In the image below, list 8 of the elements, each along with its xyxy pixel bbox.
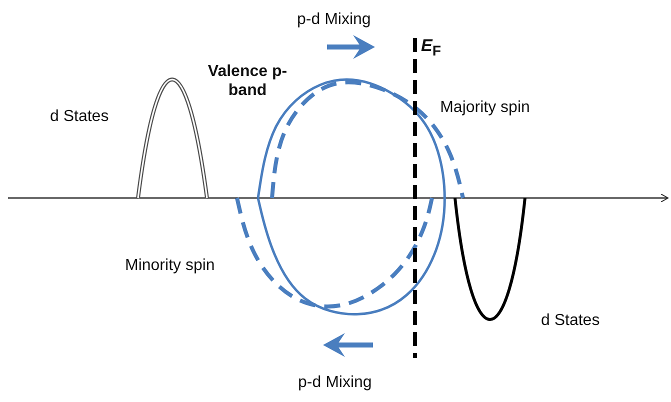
text-label: d States: [50, 107, 110, 126]
text-label: p-d Mixing: [297, 10, 372, 30]
text-label: Minority spin: [125, 256, 216, 276]
fermi-energy-label: E$_{F}$: [421, 36, 442, 60]
text-label: p-d Mixing: [298, 373, 373, 392]
text-label: d States: [541, 311, 601, 330]
band-label: Valence p- band: [206, 62, 288, 100]
text-label: Majority spin: [440, 98, 530, 118]
